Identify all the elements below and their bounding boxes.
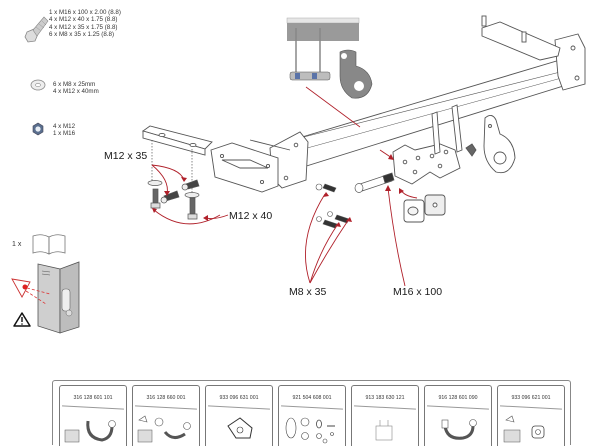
part-number: 316 128 660 001 xyxy=(146,395,186,401)
washer-spec-list: 6 x M8 x 25mm 4 x M12 x 40mm xyxy=(53,81,99,96)
bolt-spec: 6 x M8 x 35 x 1.25 (8.8) xyxy=(49,31,114,39)
m8-bolts xyxy=(315,183,350,229)
bolt-spec: 4 x M12 x 35 x 1.75 (8.8) xyxy=(49,23,118,31)
m12-bolts xyxy=(147,140,200,220)
towball-neck-icon xyxy=(441,419,477,440)
nut-spec: 4 x M12 xyxy=(53,123,76,130)
part-number: 933 096 621 001 xyxy=(511,395,551,401)
part-number: 913 183 630 121 xyxy=(365,395,405,401)
washer-spec: 4 x M12 x 40mm xyxy=(53,88,99,96)
bolt-icon xyxy=(24,16,49,43)
part-number: 933 096 631 001 xyxy=(219,395,259,401)
part-card[interactable]: 316 128 660 001 xyxy=(132,385,200,446)
bolt-spec: 1 x M16 x 100 x 2.00 (8.8) xyxy=(49,9,121,16)
nut-spec-list: 4 x M12 1 x M16 xyxy=(53,123,76,137)
left-side-bracket xyxy=(141,125,291,193)
towball-neck-with-label-icon xyxy=(64,420,116,443)
center-mounting-plates xyxy=(392,104,516,223)
electrical-socket-icon xyxy=(375,420,393,441)
part-card[interactable]: 933 096 631 001 xyxy=(205,385,273,446)
receiver-kit-icon xyxy=(503,415,545,443)
nut-spec: 1 x M16 xyxy=(53,129,76,137)
nut-icon xyxy=(32,122,44,136)
bolt-spec-list: 1 x M16 x 100 x 2.00 (8.8) 4 x M12 x 40 … xyxy=(49,9,121,39)
part-card[interactable]: 913 183 630 121 xyxy=(351,385,419,446)
m16-bolt xyxy=(354,172,395,193)
warning-icon xyxy=(13,312,31,327)
part-card[interactable]: 921 504 608 001 xyxy=(278,385,346,446)
part-number: 316 128 601 101 xyxy=(73,395,113,401)
arrow-heads xyxy=(152,154,404,227)
manual-count: 1 x xyxy=(12,241,22,248)
part-card[interactable]: 916 128 601 090 xyxy=(424,385,492,446)
small-parts-set-icon xyxy=(285,417,335,444)
parts-strip: 316 128 601 101 316 128 660 001 933 096 … xyxy=(52,380,571,446)
part-number: 921 504 608 001 xyxy=(292,395,332,401)
mounting-plate-icon xyxy=(227,417,253,439)
callout-m12x40: M12 x 40 xyxy=(229,210,273,222)
detail-inset xyxy=(286,17,373,128)
washer-spec: 6 x M8 x 25mm xyxy=(53,81,96,88)
read-instructions-icon xyxy=(11,261,80,334)
detachable-towball-kit-icon xyxy=(137,415,191,443)
washer-icon xyxy=(30,79,46,91)
part-card[interactable]: 933 096 621 001 xyxy=(497,385,565,446)
part-card[interactable]: 316 128 601 101 xyxy=(59,385,127,446)
callout-m16x100: M16 x 100 xyxy=(393,286,443,298)
callout-m12x35: M12 x 35 xyxy=(104,150,148,162)
callout-m8x35: M8 x 35 xyxy=(289,286,327,298)
part-number: 916 128 601 090 xyxy=(438,395,478,401)
bolt-spec: 4 x M12 x 40 x 1.75 (8.8) xyxy=(49,16,118,24)
manual-book-icon xyxy=(32,234,66,255)
